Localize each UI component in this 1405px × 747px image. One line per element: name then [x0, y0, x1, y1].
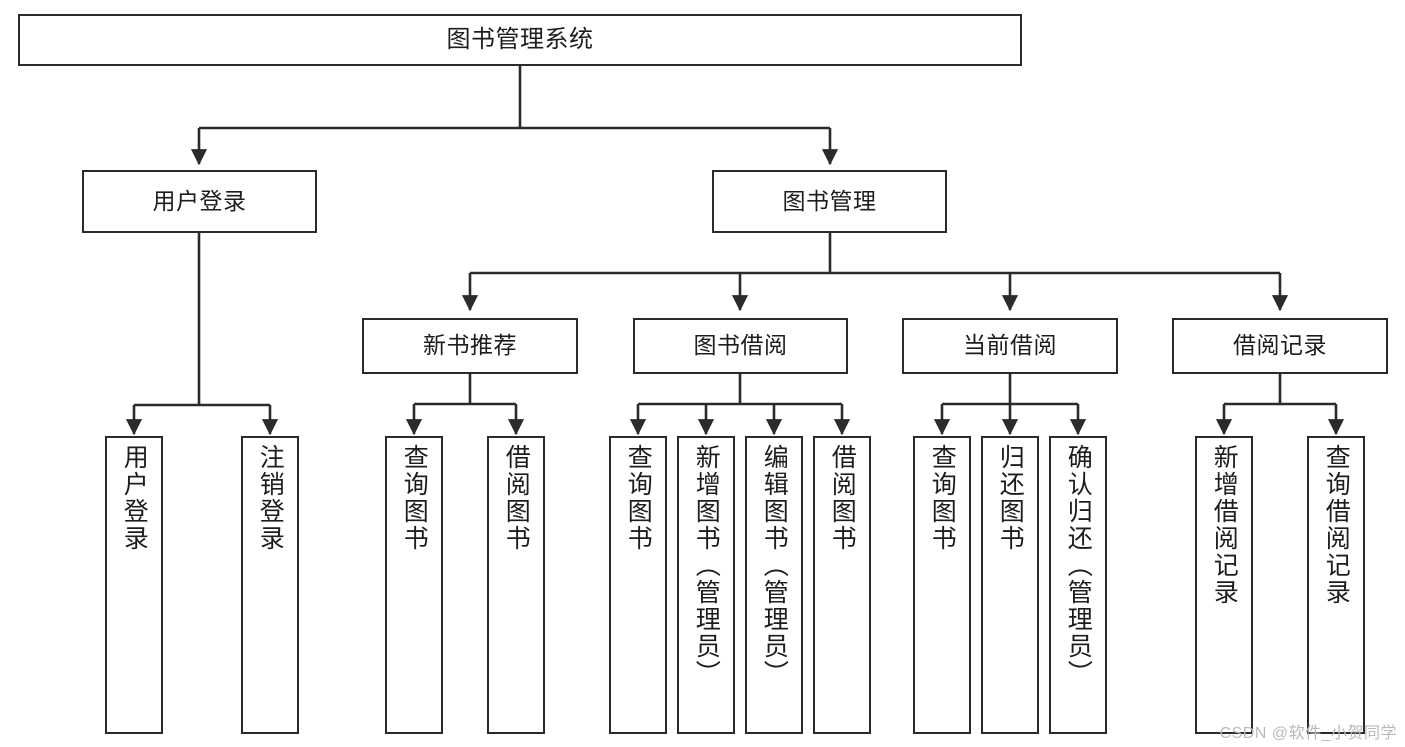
leaf-add-book-label: 新增图书（管理员） [692, 444, 721, 687]
node-book-borrow-label: 图书借阅 [693, 332, 788, 359]
leaf-query-book-1[interactable]: 查询图书 [385, 436, 443, 734]
leaf-query-book-1-label: 查询图书 [400, 444, 429, 552]
node-borrow-record[interactable]: 借阅记录 [1172, 318, 1388, 374]
leaf-borrow-book-2[interactable]: 借阅图书 [813, 436, 871, 734]
node-current-borrow[interactable]: 当前借阅 [902, 318, 1118, 374]
node-book-manage[interactable]: 图书管理 [712, 170, 947, 233]
leaf-user-login-label: 用户登录 [120, 444, 149, 552]
leaf-logout-login[interactable]: 注销登录 [241, 436, 299, 734]
leaf-edit-book-label: 编辑图书（管理员） [760, 444, 789, 687]
node-new-book-rec-label: 新书推荐 [423, 332, 517, 359]
leaf-add-record[interactable]: 新增借阅记录 [1195, 436, 1253, 734]
leaf-borrow-book-2-label: 借阅图书 [828, 444, 857, 552]
leaf-query-book-3-label: 查询图书 [928, 444, 957, 552]
watermark: CSDN @软件_小贺同学 [1219, 725, 1397, 742]
leaf-borrow-book-1[interactable]: 借阅图书 [487, 436, 545, 734]
node-book-manage-label: 图书管理 [782, 187, 877, 214]
node-borrow-record-label: 借阅记录 [1233, 332, 1327, 359]
leaf-return-book[interactable]: 归还图书 [981, 436, 1039, 734]
leaf-borrow-book-1-label: 借阅图书 [502, 444, 531, 552]
leaf-add-record-label: 新增借阅记录 [1210, 444, 1239, 606]
leaf-query-book-3[interactable]: 查询图书 [913, 436, 971, 734]
node-user-login-label: 用户登录 [152, 187, 247, 214]
node-current-borrow-label: 当前借阅 [963, 332, 1057, 359]
node-book-borrow[interactable]: 图书借阅 [633, 318, 848, 374]
leaf-confirm-return-label: 确认归还（管理员） [1064, 444, 1093, 687]
leaf-confirm-return[interactable]: 确认归还（管理员） [1049, 436, 1107, 734]
node-user-login[interactable]: 用户登录 [82, 170, 317, 233]
leaf-logout-login-label: 注销登录 [256, 444, 285, 552]
node-root[interactable]: 图书管理系统 [18, 14, 1022, 66]
leaf-query-record-label: 查询借阅记录 [1322, 444, 1351, 606]
leaf-query-book-2-label: 查询图书 [624, 444, 653, 552]
node-new-book-rec[interactable]: 新书推荐 [362, 318, 578, 374]
leaf-query-book-2[interactable]: 查询图书 [609, 436, 667, 734]
leaf-query-record[interactable]: 查询借阅记录 [1307, 436, 1365, 734]
leaf-add-book[interactable]: 新增图书（管理员） [677, 436, 735, 734]
leaf-user-login[interactable]: 用户登录 [105, 436, 163, 734]
leaf-edit-book[interactable]: 编辑图书（管理员） [745, 436, 803, 734]
node-root-label: 图书管理系统 [446, 25, 594, 53]
leaf-return-book-label: 归还图书 [996, 444, 1025, 552]
